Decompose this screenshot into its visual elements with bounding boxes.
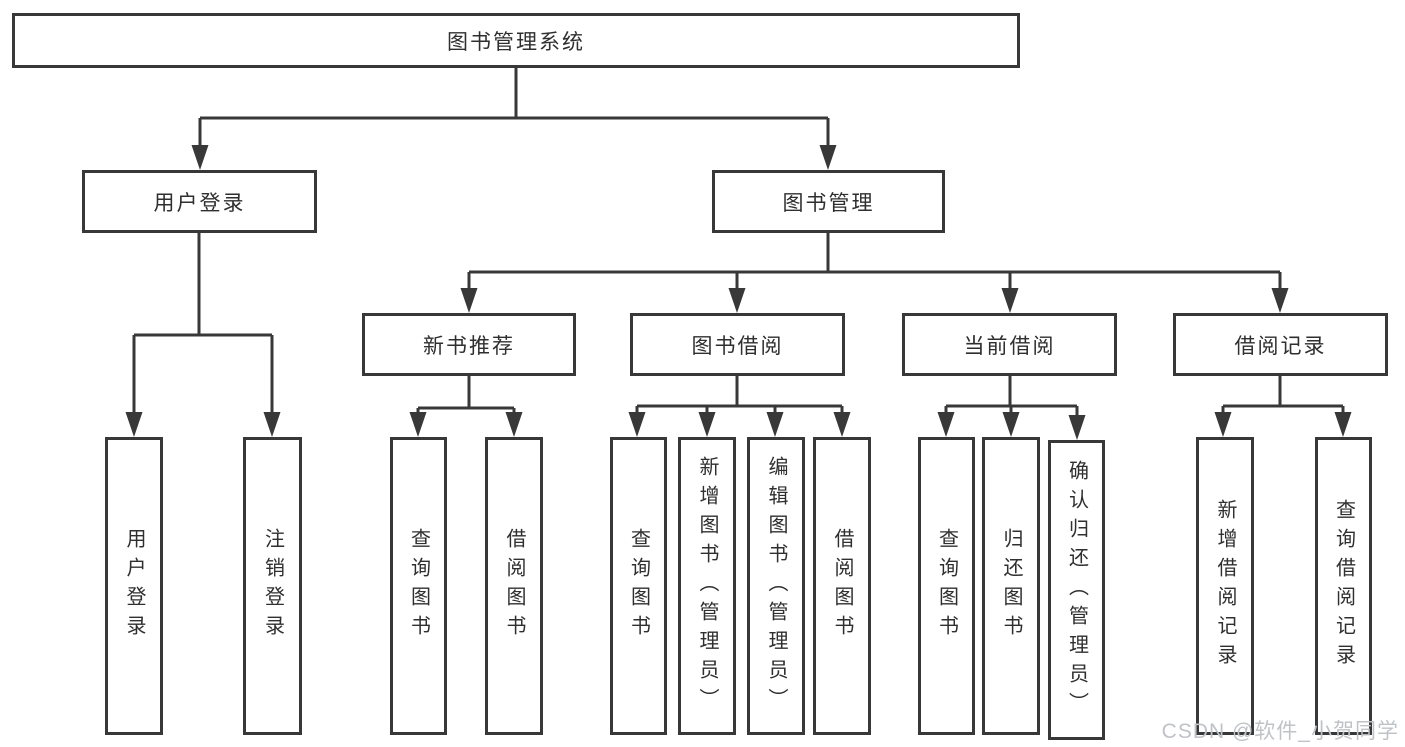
- node-label: 查询图书: [627, 528, 650, 644]
- node-new-book-recommend: 新书推荐: [362, 313, 576, 376]
- node-user-login: 用户登录: [82, 170, 317, 233]
- leaf-query-books-current: 查询图书: [918, 437, 975, 735]
- node-label: 借阅记录: [1234, 334, 1327, 358]
- node-label: 确认归还（管理员）: [1065, 459, 1088, 721]
- leaf-borrow-books-recommend: 借阅图书: [485, 437, 543, 735]
- leaf-add-book-admin: 新增图书（管理员）: [678, 437, 736, 735]
- leaf-confirm-return-admin: 确认归还（管理员）: [1048, 440, 1105, 740]
- node-label: 图书管理系统: [447, 30, 585, 54]
- leaf-add-borrow-record: 新增借阅记录: [1196, 437, 1254, 735]
- node-borrowing-records: 借阅记录: [1173, 313, 1388, 376]
- node-label: 借阅图书: [831, 528, 853, 644]
- leaf-logout: 注销登录: [243, 437, 302, 735]
- leaf-return-books: 归还图书: [982, 437, 1040, 735]
- csdn-watermark: CSDN @软件_小贺同学: [1161, 720, 1399, 743]
- node-label: 注销登录: [261, 528, 284, 644]
- node-label: 新增借阅记录: [1214, 499, 1236, 673]
- node-current-borrowing: 当前借阅: [902, 313, 1117, 376]
- node-label: 归还图书: [1000, 528, 1022, 644]
- leaf-query-books-borrowing: 查询图书: [610, 437, 667, 735]
- node-label: 图书借阅: [691, 334, 784, 358]
- leaf-user-login: 用户登录: [105, 437, 163, 735]
- node-label: 借阅图书: [503, 528, 525, 644]
- node-label: 图书管理: [782, 191, 875, 215]
- node-label: 新书推荐: [423, 334, 515, 358]
- leaf-borrow-books: 借阅图书: [813, 437, 871, 735]
- node-label: 用户登录: [123, 528, 145, 644]
- node-library-management-system: 图书管理系统: [12, 13, 1020, 68]
- leaf-query-borrow-record: 查询借阅记录: [1315, 437, 1372, 735]
- node-book-management: 图书管理: [712, 170, 945, 233]
- node-label: 编辑图书（管理员）: [765, 455, 787, 717]
- node-label: 查询图书: [935, 528, 958, 644]
- node-book-borrowing: 图书借阅: [630, 313, 845, 376]
- leaf-query-books-recommend: 查询图书: [390, 437, 447, 735]
- node-label: 新增图书（管理员）: [696, 455, 718, 717]
- node-label: 用户登录: [153, 191, 246, 215]
- node-label: 当前借阅: [963, 334, 1056, 358]
- leaf-edit-book-admin: 编辑图书（管理员）: [747, 437, 805, 735]
- node-label: 查询图书: [407, 528, 430, 644]
- node-label: 查询借阅记录: [1332, 499, 1355, 673]
